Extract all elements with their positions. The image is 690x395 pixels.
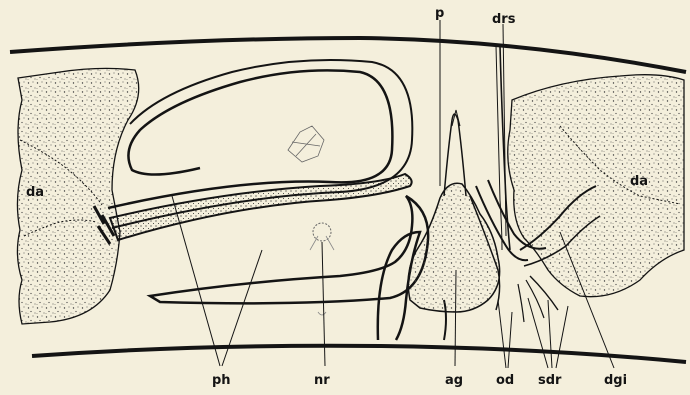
label-p: p bbox=[435, 6, 444, 21]
ventral-body-wall bbox=[32, 346, 686, 362]
label-da-right: da bbox=[630, 174, 648, 189]
nerve-ring bbox=[313, 223, 331, 241]
label-od: od bbox=[496, 373, 514, 388]
dorsal-body-wall bbox=[10, 38, 686, 72]
label-sdr: sdr bbox=[538, 373, 562, 388]
atrial-gland bbox=[408, 183, 499, 312]
label-dgi: dgi bbox=[604, 373, 627, 388]
label-drs: drs bbox=[492, 12, 516, 27]
label-ag: ag bbox=[445, 373, 463, 388]
label-da-left: da bbox=[26, 185, 44, 200]
parasite-sketch bbox=[288, 126, 324, 162]
label-ph: ph bbox=[212, 373, 231, 388]
label-nr: nr bbox=[314, 373, 330, 388]
